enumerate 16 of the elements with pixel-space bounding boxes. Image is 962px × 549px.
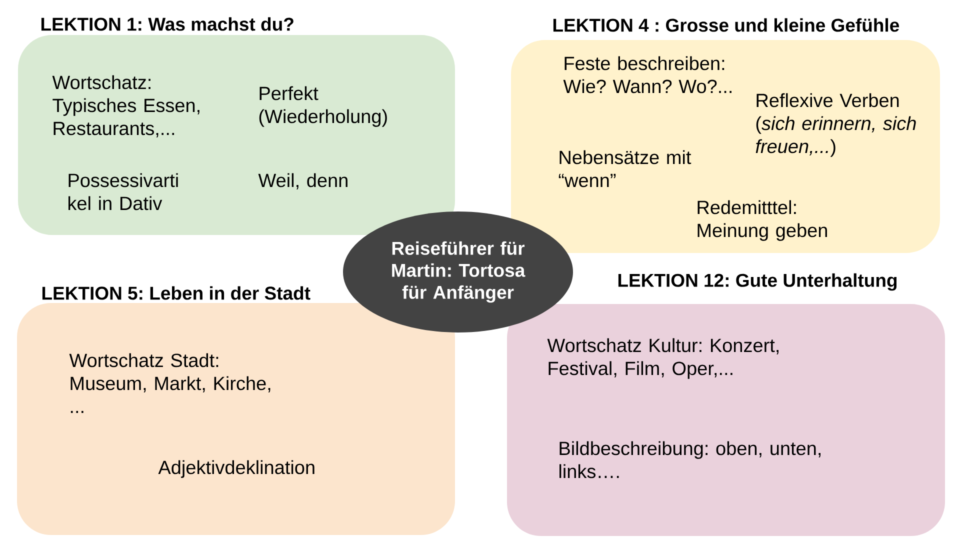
topic-text: Possessivarti kel in Dativ	[68, 173, 178, 210]
section-heading: LEKTION 5: Leben in der Stadt	[42, 286, 310, 300]
topic-text: Redemitttel: Meinung geben	[698, 200, 827, 241]
topic-text: Adjektivdeklination	[158, 460, 314, 478]
topic-text: Perfekt (Wiederholung)	[259, 86, 387, 127]
topic-text: Weil, denn	[258, 173, 348, 190]
section-heading: LEKTION 12: Gute Unterhaltung	[618, 273, 897, 291]
topic-text: Bildbeschreibung: oben, unten, links….	[560, 441, 821, 478]
topic-text: Reflexive Verben (sich erinnern, sich freuen,...)	[756, 93, 916, 157]
topic-text: Nebensätze mit “wenn”	[558, 150, 692, 188]
section-heading: LEKTION 1: Was machst du?	[41, 17, 294, 31]
topic-text: Wortschatz: Typisches Essen, Restaurants,...	[52, 75, 200, 138]
section-heading: LEKTION 4 : Grosse und kleine Gefühle	[553, 18, 900, 32]
topic-text: Feste beschreiben: Wie? Wann? Wo?...	[563, 56, 732, 94]
topic-text: Wortschatz Stadt: Museum, Markt, Kirche, ...	[69, 353, 270, 413]
topic-text: Wortschatz Kultur: Konzert, Festival, Film, Oper,...	[547, 338, 778, 379]
